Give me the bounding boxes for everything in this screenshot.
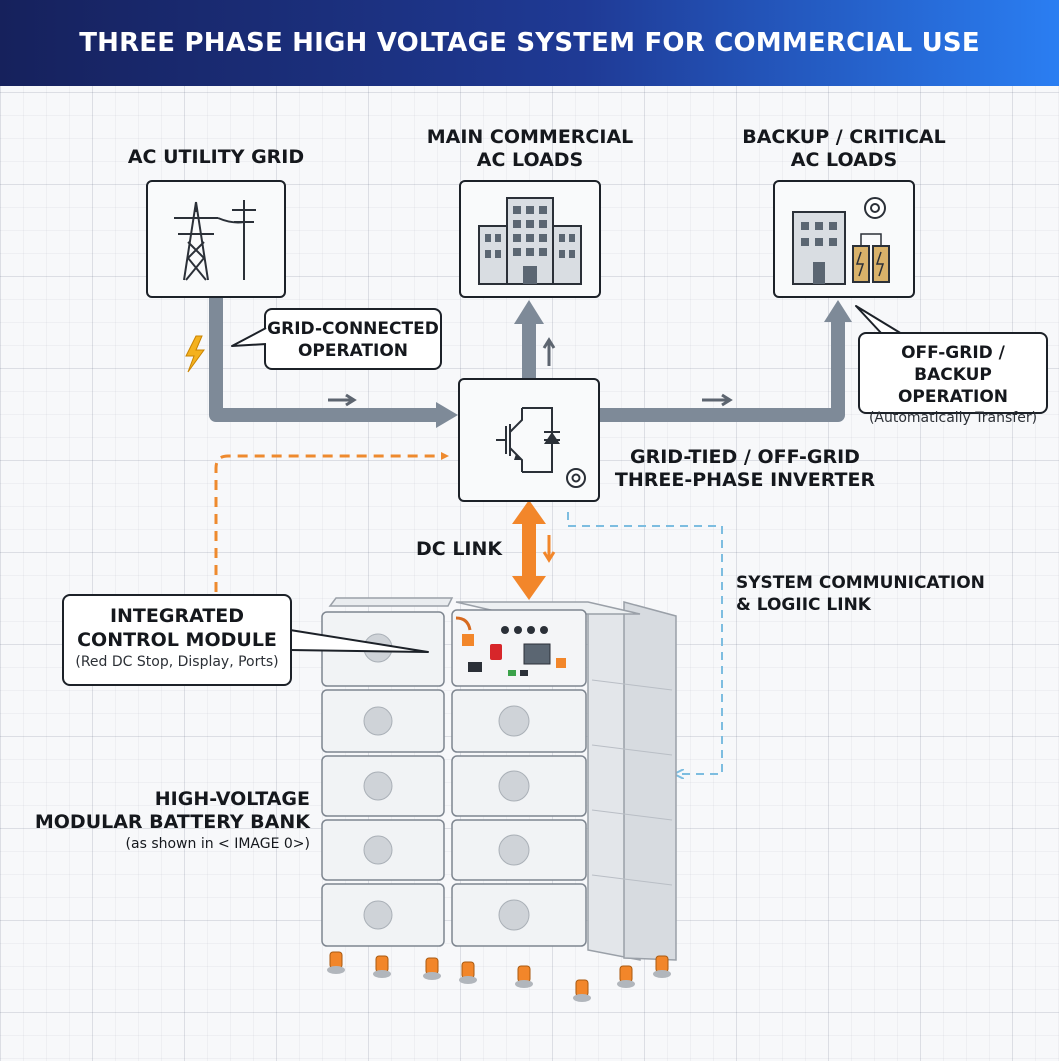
inverter-line2: THREE-PHASE INVERTER: [614, 469, 876, 491]
battery-rack: [321, 597, 677, 1002]
main-loads-label: MAIN COMMERCIAL AC LOADS: [410, 126, 650, 172]
backup-loads-label: BACKUP / CRITICAL AC LOADS: [724, 126, 964, 172]
communication-link-dashed: [567, 512, 723, 774]
off-grid-line1: OFF-GRID / BACKUP: [901, 343, 1005, 385]
off-grid-note: (Automatically Transfer): [868, 410, 1038, 426]
dc-link-label: DC LINK: [416, 538, 516, 561]
control-module-note: (Red DC Stop, Display, Ports): [75, 654, 279, 670]
inverter-line1: GRID-TIED / OFF-GRID: [630, 446, 860, 468]
critical-load-icon: [792, 197, 890, 285]
dc-link-text: DC LINK: [416, 538, 503, 560]
main-loads-line2: AC LOADS: [476, 149, 584, 171]
control-panel: [455, 616, 566, 676]
backup-loads-line1: BACKUP / CRITICAL: [742, 126, 946, 148]
off-grid-callout: OFF-GRID / BACKUP OPERATION (Automatical…: [858, 332, 1048, 426]
grid-connected-callout: GRID-CONNECTED OPERATION: [264, 308, 442, 370]
title-banner: THREE PHASE HIGH VOLTAGE SYSTEM FOR COMM…: [0, 0, 1059, 86]
control-module-line1: INTEGRATED: [109, 605, 245, 627]
control-module-line2: CONTROL MODULE: [77, 629, 277, 651]
backup-loads-line2: AC LOADS: [790, 149, 898, 171]
grid-label: AC UTILITY GRID: [126, 146, 306, 169]
battery-line1: HIGH-VOLTAGE: [154, 788, 310, 810]
inverter-box: [458, 378, 600, 502]
battery-label: HIGH-VOLTAGE MODULAR BATTERY BANK (as sh…: [30, 788, 310, 854]
main-loads-line1: MAIN COMMERCIAL: [426, 126, 634, 148]
grid-connected-line2: OPERATION: [297, 341, 409, 361]
gear-icon: [566, 468, 586, 488]
inverter-label: GRID-TIED / OFF-GRID THREE-PHASE INVERTE…: [600, 446, 890, 492]
control-module-callout: INTEGRATED CONTROL MODULE (Red DC Stop, …: [62, 594, 292, 686]
main-loads-box: [459, 180, 601, 298]
comm-link-line1: SYSTEM COMMUNICATION: [736, 573, 985, 593]
comm-link-line2: & LOGIIC LINK: [736, 595, 871, 615]
off-grid-line2: OPERATION: [897, 387, 1009, 407]
gear-icon: [864, 197, 886, 219]
flow-direction-arrows: [328, 337, 733, 563]
control-link-dashed: [214, 452, 449, 592]
grid-label-text: AC UTILITY GRID: [127, 146, 305, 168]
ac-flow-lines: [209, 298, 852, 428]
grid-box: [146, 180, 286, 298]
backup-loads-box: [773, 180, 915, 298]
comm-link-label: SYSTEM COMMUNICATION & LOGIIC LINK: [736, 572, 1016, 616]
battery-line2: MODULAR BATTERY BANK: [34, 811, 310, 833]
lightning-icon: [185, 335, 205, 373]
dc-link-arrow: [512, 500, 546, 600]
power-tower-icon: [174, 200, 256, 281]
grid-connected-line1: GRID-CONNECTED: [267, 319, 439, 339]
igbt-symbol-icon: [496, 407, 586, 488]
page-title: THREE PHASE HIGH VOLTAGE SYSTEM FOR COMM…: [79, 28, 980, 58]
battery-note: (as shown in < IMAGE 0>): [125, 836, 310, 852]
building-icon: [478, 197, 582, 285]
